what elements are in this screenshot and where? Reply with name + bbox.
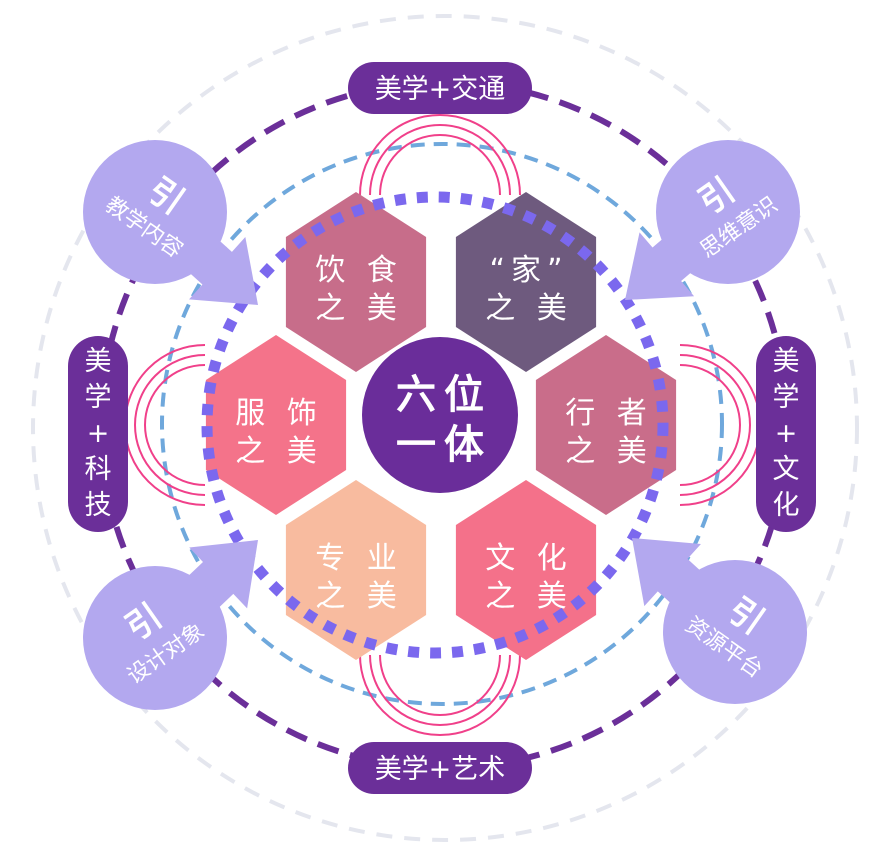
- hexagon-line2: 之 美: [485, 291, 573, 326]
- pill-char: +: [87, 418, 110, 449]
- pink-arcs: [124, 114, 761, 736]
- pill-char: +: [775, 418, 798, 449]
- pill-char: 美学+艺术: [375, 754, 506, 785]
- hexagon-line1: 文 化: [485, 541, 573, 576]
- pill-char: 美学+交通: [375, 74, 506, 105]
- hexagon-line1: 饮 食: [315, 253, 403, 288]
- hexagon-3: 服 饰之 美: [205, 335, 347, 515]
- pill-top: 美学+交通: [348, 62, 532, 114]
- hexagon-line2: 之 美: [235, 434, 323, 469]
- hexagon-line1: 服 饰: [235, 396, 323, 431]
- pill-char: 文: [773, 454, 800, 485]
- pill-char: 美: [85, 346, 112, 377]
- hexagon-line2: 之 美: [485, 579, 573, 614]
- hexagon-line2: 之 美: [315, 579, 403, 614]
- dotted-purple-ring: [201, 191, 669, 659]
- pill-left: 美 学 + 科 技: [68, 336, 128, 532]
- center-circle: 六位 一体: [362, 337, 518, 493]
- outer-gray-ring: [31, 14, 859, 842]
- hexagon-2: “家”之 美: [455, 192, 597, 372]
- pill-char: 学: [85, 382, 112, 413]
- hexagon-line1: “家”: [489, 253, 568, 288]
- hexagon-line1: 专 业: [315, 541, 403, 576]
- center-line1: 六位: [396, 372, 492, 418]
- pill-char: 化: [773, 490, 800, 521]
- pill-char: 学: [773, 382, 800, 413]
- hexagon-4: 行 者之 美: [535, 335, 677, 515]
- hexagon-line2: 之 美: [315, 291, 403, 326]
- hexagon-5: 专 业之 美: [285, 480, 427, 660]
- pill-char: 美: [773, 346, 800, 377]
- hexagon-line1: 行 者: [565, 396, 653, 431]
- pill-char: 技: [85, 490, 112, 521]
- hexagon-6: 文 化之 美: [455, 480, 597, 660]
- pill-right: 美 学 + 文 化: [756, 336, 816, 532]
- hexagon-1: 饮 食之 美: [285, 192, 427, 372]
- center-line2: 一体: [396, 422, 492, 468]
- pill-char: 科: [85, 454, 112, 485]
- pill-bottom: 美学+艺术: [348, 742, 532, 794]
- blue-dashed-ring: [160, 142, 724, 706]
- hexagon-line2: 之 美: [565, 434, 653, 469]
